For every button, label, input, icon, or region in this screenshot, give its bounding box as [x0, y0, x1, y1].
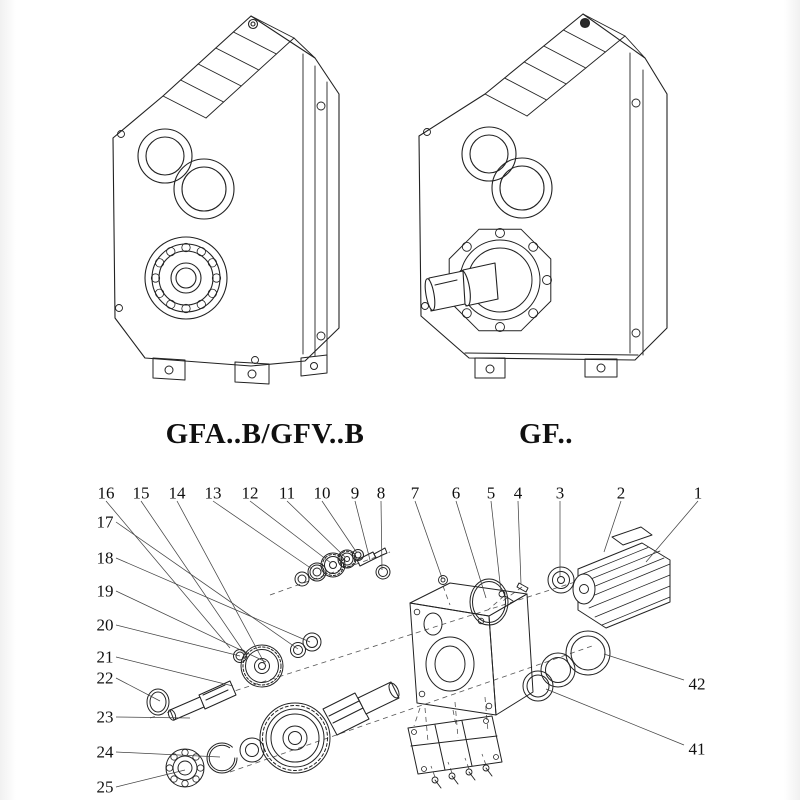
callout-22: 22 [96, 668, 114, 688]
callout-25: 25 [96, 777, 114, 797]
leader-lines [105, 500, 699, 788]
housing-outline [418, 13, 668, 361]
output-gear [259, 702, 331, 774]
gear-housing [409, 582, 534, 716]
mounting-holes [421, 128, 431, 310]
oil-plug [247, 18, 259, 30]
side-rib-band [302, 53, 328, 359]
flange-bolt [498, 590, 514, 602]
input-bores [461, 126, 553, 219]
callout-19: 19 [96, 581, 114, 601]
callout-8: 8 [376, 483, 386, 503]
mounting-feet [152, 354, 328, 385]
callout-13: 13 [204, 483, 222, 503]
model-label-gf: GF.. [518, 418, 574, 450]
callout-12: 12 [241, 483, 259, 503]
callout-16: 16 [97, 483, 115, 503]
vent-plug [438, 575, 448, 585]
callout-24: 24 [96, 742, 114, 762]
callout-21: 21 [96, 647, 114, 667]
callout-7: 7 [410, 483, 420, 503]
callout-23: 23 [96, 707, 114, 727]
callout-14: 14 [168, 483, 186, 503]
snap-ring [206, 742, 238, 774]
callout-17: 17 [96, 512, 114, 532]
callout-11: 11 [278, 483, 296, 503]
electric-motor [572, 526, 671, 629]
output-shaft-part [322, 681, 400, 736]
ball-bearing [165, 748, 205, 788]
callout-4: 4 [513, 483, 523, 503]
input-bores [137, 128, 235, 220]
callout-6: 6 [451, 483, 461, 503]
housing-outline [112, 15, 340, 367]
o-ring-seal [469, 578, 509, 626]
side-rib-band [629, 52, 644, 356]
thrust-washer [239, 737, 265, 763]
output-shaft [424, 262, 499, 312]
output-bearing [144, 236, 228, 320]
callout-41: 41 [688, 739, 706, 759]
callout-42: 42 [688, 674, 706, 694]
callout-15: 15 [132, 483, 150, 503]
dowel-pin [516, 582, 529, 593]
motor-flange-disc [547, 566, 575, 594]
mounting-feet [464, 352, 639, 379]
oil-plug [579, 17, 591, 29]
model-label-gfab-gfvb: GFA..B/GFV..B [165, 418, 365, 450]
pinion-shaft [167, 680, 237, 721]
assembly-axes [149, 551, 596, 778]
exploded-parts-diagram [105, 500, 699, 789]
gfab-gfvb-isometric-drawing [112, 15, 340, 385]
top-cooling-ribs [162, 15, 316, 119]
cover-screws [431, 764, 493, 789]
callout-10: 10 [313, 483, 331, 503]
gf-isometric-drawing [418, 13, 668, 379]
retaining-ring [146, 688, 170, 716]
cover-plate [407, 715, 503, 775]
callout-20: 20 [96, 615, 114, 635]
mounting-holes [115, 130, 259, 364]
callout-3: 3 [555, 483, 565, 503]
input-shaft-parts [294, 547, 391, 587]
callout-18: 18 [96, 548, 114, 568]
callout-5: 5 [486, 483, 496, 503]
callout-9: 9 [350, 483, 360, 503]
callout-1: 1 [693, 483, 703, 503]
output-cover-rings [522, 630, 611, 702]
callout-2: 2 [616, 483, 626, 503]
top-cooling-ribs [484, 13, 646, 117]
